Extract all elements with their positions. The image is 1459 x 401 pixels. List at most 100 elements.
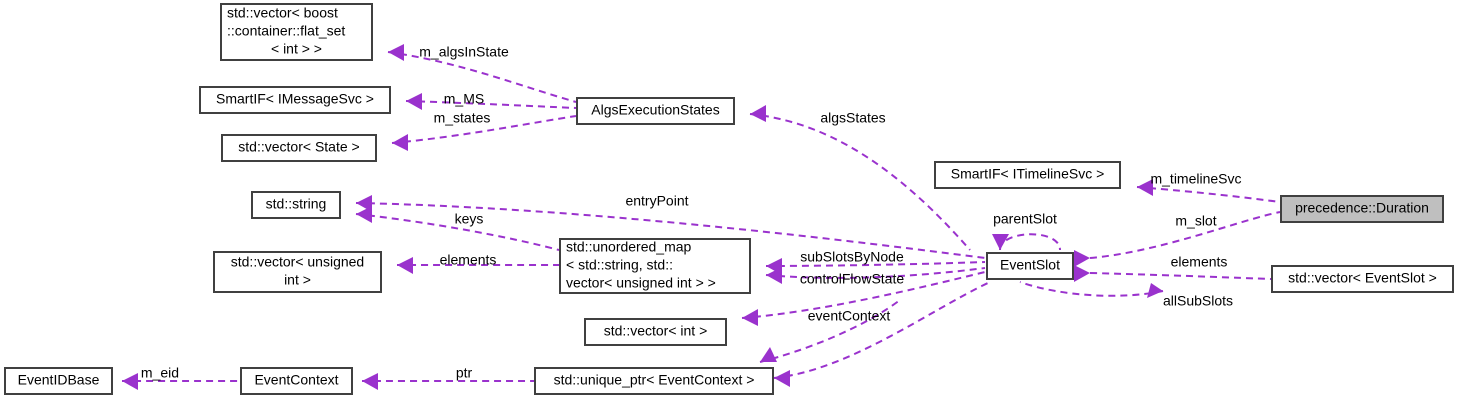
edge-label: m_eid (141, 365, 179, 381)
node-label: vector< unsigned int > > (566, 275, 716, 291)
edge-line (1136, 186, 1281, 203)
edge-arrowhead-icon (406, 93, 422, 110)
edge-label: entryPoint (625, 193, 688, 209)
node-unordered_map[interactable]: std::unordered_map< std::string, std::ve… (559, 238, 751, 294)
node-algs_execution_states[interactable]: AlgsExecutionStates (576, 97, 735, 125)
edge-label: m_MS (444, 91, 484, 107)
node-label: EventContext (254, 372, 338, 388)
edge-line (765, 267, 986, 279)
edge-label: elements (440, 252, 497, 268)
node-precedence_duration[interactable]: precedence::Duration (1280, 195, 1444, 223)
node-box[interactable] (220, 3, 373, 61)
edge-line (355, 213, 560, 251)
edge-e_eventContext (773, 281, 991, 387)
edge-arrowhead-icon (760, 347, 777, 362)
edge-arrowhead-icon (1074, 250, 1090, 267)
edge-line (1019, 281, 1164, 297)
edge-line (749, 113, 971, 251)
node-box[interactable] (4, 367, 113, 395)
node-box[interactable] (534, 367, 774, 395)
node-unique_ptr_event_context[interactable]: std::unique_ptr< EventContext > (534, 367, 774, 395)
node-label: SmartIF< IMessageSvc > (216, 91, 374, 107)
edge-line (355, 202, 986, 259)
edge-line (765, 261, 986, 267)
node-label: std::vector< boost (227, 5, 338, 21)
edge-line (391, 115, 577, 144)
edge-label: elements (1171, 254, 1228, 270)
node-label: std::vector< unsigned (231, 254, 364, 270)
node-label: std::vector< EventSlot > (1288, 270, 1437, 286)
edge-e_m_eid (122, 373, 240, 390)
edge-label: m_timelineSvc (1150, 171, 1241, 187)
edge-e_m_algsInState (387, 44, 577, 103)
edge-e_m_slot (1074, 211, 1281, 267)
edge-e_allSubSlots (1019, 281, 1164, 298)
node-box[interactable] (584, 318, 727, 346)
edge-arrowhead-icon (992, 234, 1009, 250)
node-box[interactable] (240, 367, 353, 395)
edge-e_ptr (362, 373, 534, 390)
node-box[interactable] (934, 161, 1121, 189)
edge-label: controlFlowState (800, 271, 904, 287)
edge-arrowhead-icon (388, 44, 404, 61)
node-vector_state[interactable]: std::vector< State > (221, 134, 377, 162)
node-vector_event_slot[interactable]: std::vector< EventSlot > (1271, 265, 1454, 293)
node-event_id_base[interactable]: EventIDBase (4, 367, 113, 395)
edge-label: allSubSlots (1163, 293, 1233, 309)
node-box[interactable] (213, 251, 382, 293)
edge-line (773, 281, 991, 379)
node-label: < std::string, std:: (566, 257, 673, 273)
node-box[interactable] (221, 134, 377, 162)
node-box[interactable] (1280, 195, 1444, 223)
node-label: AlgsExecutionStates (591, 102, 719, 118)
edge-arrowhead-icon (356, 195, 372, 212)
node-event_context[interactable]: EventContext (240, 367, 353, 395)
edge-arrowhead-icon (356, 206, 372, 223)
edge-line (999, 233, 1061, 251)
node-box[interactable] (559, 238, 751, 294)
edge-e_elements_eventslot (1074, 265, 1272, 282)
nodes-layer: std::vector< boost::container::flat_set<… (4, 3, 1454, 395)
node-box[interactable] (576, 97, 735, 125)
edge-label: parentSlot (993, 211, 1057, 227)
node-box[interactable] (199, 86, 391, 114)
edge-e_m_timelineSvc (1136, 179, 1281, 203)
edge-arrowhead-icon (1147, 283, 1163, 298)
node-vector_flat_set[interactable]: std::vector< boost::container::flat_set<… (220, 3, 373, 61)
node-std_string[interactable]: std::string (251, 191, 341, 219)
node-box[interactable] (986, 252, 1074, 280)
edge-line (1089, 272, 1272, 280)
edge-line (387, 51, 577, 103)
edge-arrowhead-icon (1137, 179, 1153, 196)
edge-arrowhead-icon (392, 134, 408, 151)
edge-e_m_states (391, 115, 577, 151)
node-box[interactable] (251, 191, 341, 219)
node-box[interactable] (1271, 265, 1454, 293)
node-label: < int > > (271, 41, 322, 57)
edge-label: ptr (456, 365, 473, 381)
edge-e_algsStates (749, 105, 971, 251)
node-label: std::vector< int > (604, 323, 708, 339)
node-smartif_imessagesvc[interactable]: SmartIF< IMessageSvc > (199, 86, 391, 114)
edge-arrowhead-icon (397, 257, 413, 274)
node-label: precedence::Duration (1295, 200, 1429, 216)
node-label: SmartIF< ITimelineSvc > (951, 166, 1105, 182)
node-label: EventIDBase (18, 372, 100, 388)
node-event_slot[interactable]: EventSlot (986, 252, 1074, 280)
node-label: std::string (266, 196, 327, 212)
node-smartif_itimelinesvc[interactable]: SmartIF< ITimelineSvc > (934, 161, 1121, 189)
edge-arrowhead-icon (362, 373, 378, 390)
node-vector_int[interactable]: std::vector< int > (584, 318, 727, 346)
edge-arrowhead-icon (742, 309, 758, 326)
edge-e_controlFlowState (765, 267, 986, 284)
node-label: std::unordered_map (566, 239, 692, 255)
edge-arrowhead-icon (774, 370, 790, 387)
edge-line (1089, 211, 1281, 259)
edge-label: m_states (434, 110, 491, 126)
edge-e_parentSlot (992, 233, 1061, 251)
edge-label: m_slot (1175, 213, 1216, 229)
edge-arrowhead-icon (766, 267, 782, 284)
